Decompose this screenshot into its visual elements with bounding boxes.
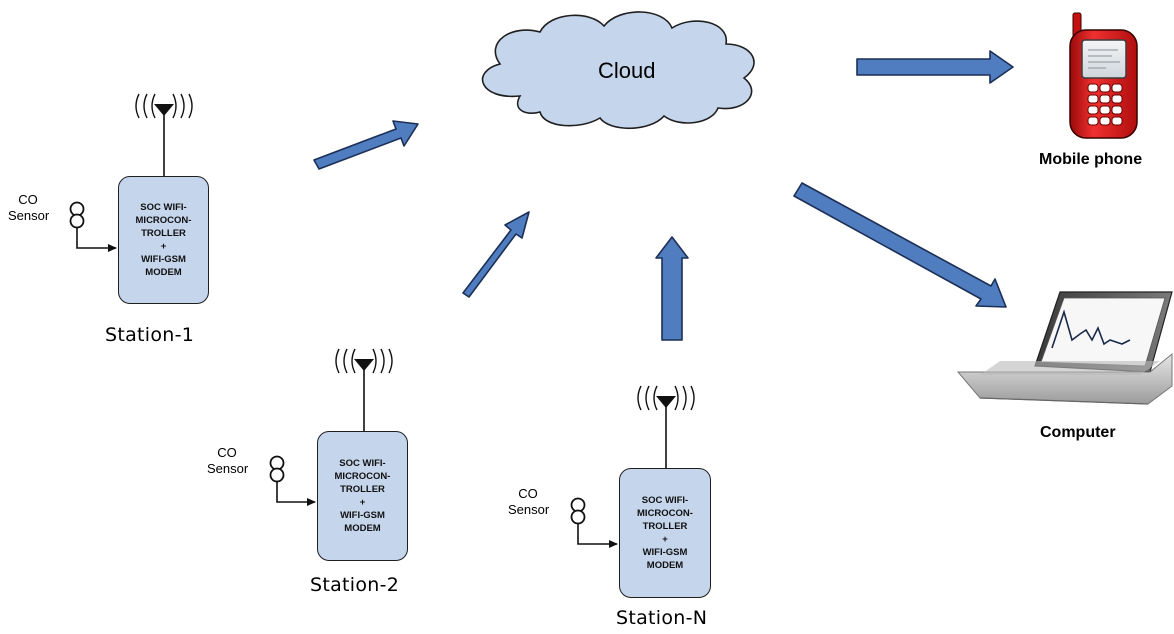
module-line: TROLLER bbox=[141, 228, 186, 239]
station-1-module: SOC WIFI- MICROCON- TROLLER + WIFI-GSM M… bbox=[118, 176, 209, 304]
station-2-module: SOC WIFI- MICROCON- TROLLER + WIFI-GSM M… bbox=[317, 431, 408, 561]
mobile-phone-icon bbox=[1069, 12, 1138, 139]
station-1-label: Station-1 bbox=[105, 324, 195, 346]
module-line: MICROCON- bbox=[135, 215, 192, 226]
station-n-module: SOC WIFI- MICROCON- TROLLER + WIFI-GSM M… bbox=[619, 468, 711, 598]
sensor-line1: CO bbox=[217, 445, 237, 460]
module-line: + bbox=[662, 534, 668, 545]
station-2-sensor-label: CO Sensor bbox=[207, 445, 249, 477]
station-2-graphics bbox=[269, 348, 393, 506]
station-n-label: Station-N bbox=[616, 607, 708, 629]
arrow-cloud-to-mobile bbox=[856, 50, 1014, 84]
module-line: WIFI-GSM bbox=[642, 547, 688, 558]
co-sensor-icon bbox=[269, 455, 316, 506]
cloud-label: Cloud bbox=[598, 58, 656, 83]
laptop-icon bbox=[956, 291, 1173, 405]
module-line: WIFI-GSM bbox=[340, 510, 385, 521]
arrow-station1-to-cloud bbox=[313, 120, 419, 170]
sensor-line1: CO bbox=[18, 192, 38, 207]
station-n-sensor-label: CO Sensor bbox=[508, 486, 550, 518]
module-line: MODEM bbox=[344, 523, 381, 534]
module-line: TROLLER bbox=[340, 484, 385, 495]
module-line: MODEM bbox=[646, 560, 684, 571]
computer-label: Computer bbox=[1040, 424, 1116, 441]
station-1-sensor-label: CO Sensor bbox=[8, 192, 50, 224]
arrow-stationN-to-cloud bbox=[655, 236, 689, 341]
module-line: SOC WIFI- bbox=[140, 202, 187, 213]
module-line: SOC WIFI- bbox=[339, 458, 386, 469]
sensor-line2: Sensor bbox=[508, 502, 550, 517]
co-sensor-icon bbox=[69, 201, 117, 252]
module-line: SOC WIFI- bbox=[641, 495, 689, 506]
station-n-graphics bbox=[570, 385, 695, 548]
mobile-phone-label: Mobile phone bbox=[1039, 151, 1143, 168]
sensor-line2: Sensor bbox=[8, 208, 50, 223]
module-line: WIFI-GSM bbox=[141, 254, 186, 265]
station-2-label: Station-2 bbox=[310, 574, 400, 596]
co-sensor-icon bbox=[570, 497, 618, 548]
module-line: MICROCON- bbox=[334, 471, 391, 482]
module-line: + bbox=[359, 497, 366, 508]
module-line: TROLLER bbox=[642, 521, 688, 532]
module-line: MICROCON- bbox=[637, 508, 693, 519]
sensor-line2: Sensor bbox=[207, 461, 249, 476]
antenna-icon bbox=[335, 348, 393, 431]
antenna-icon bbox=[637, 385, 695, 468]
module-line: + bbox=[160, 241, 167, 252]
sensor-line1: CO bbox=[518, 486, 538, 501]
arrow-cloud-to-computer bbox=[793, 182, 1007, 308]
antenna-icon bbox=[135, 93, 193, 176]
arrow-station2-to-cloud bbox=[462, 211, 530, 298]
cloud-shape bbox=[481, 11, 755, 129]
station-1-graphics bbox=[69, 93, 193, 252]
module-line: MODEM bbox=[145, 267, 182, 278]
